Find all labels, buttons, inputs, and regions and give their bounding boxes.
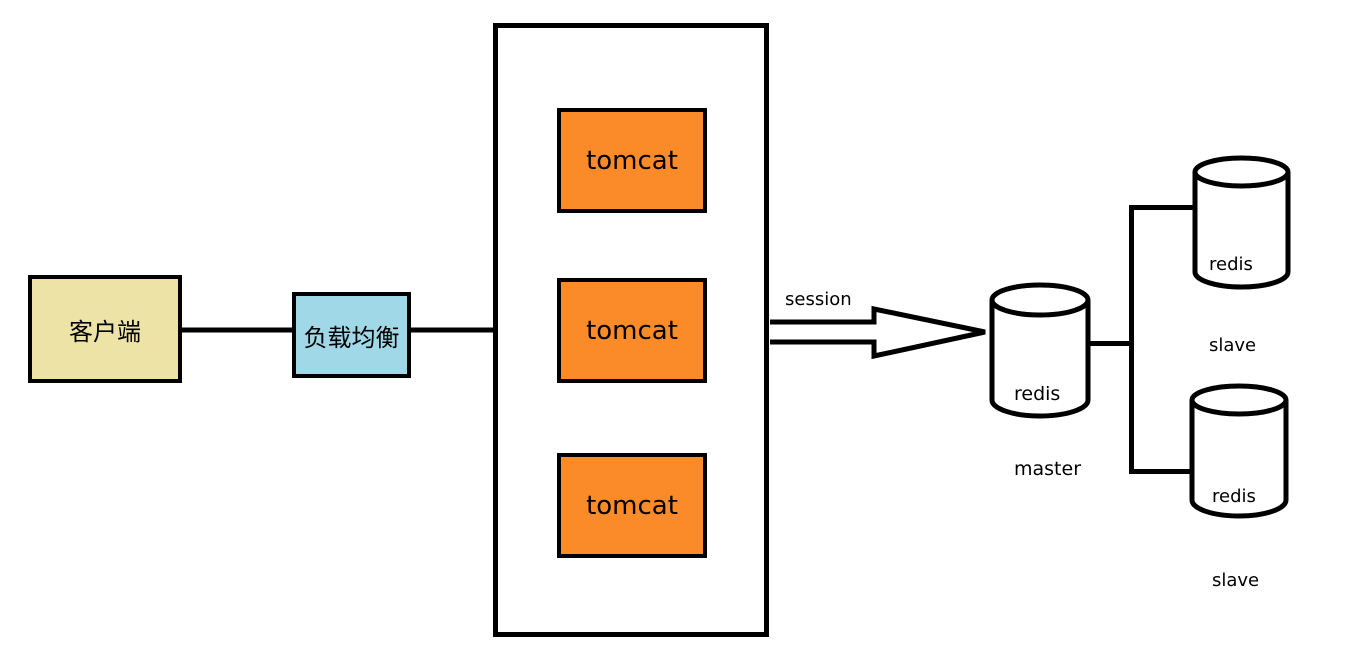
redis-master-label-line1: redis (1014, 383, 1061, 405)
redis-master-label-line2: master (1014, 458, 1082, 480)
redis-slave-bottom-label: redis slave (1212, 427, 1259, 651)
cylinder-top (1189, 383, 1289, 417)
load-balancer-node: 负载均衡 (292, 292, 411, 378)
redis-slave-bottom-label-line1: redis (1212, 486, 1256, 507)
redis-slave-bottom-cylinder-icon (1189, 383, 1289, 519)
session-arrow-icon (770, 305, 986, 360)
redis-master-label: redis master (1014, 332, 1081, 532)
redis-slave-top-label-line2: slave (1209, 335, 1257, 356)
tomcat-label: tomcat (586, 145, 678, 176)
redis-slave-top-label-line1: redis (1209, 254, 1253, 275)
client-label: 客户端 (69, 317, 141, 346)
tomcat-label: tomcat (586, 315, 678, 346)
redis-slave-top-cylinder-icon (1192, 155, 1291, 290)
tomcat-node-1: tomcat (557, 108, 707, 213)
cylinder-body (1192, 172, 1291, 290)
cylinder-top (989, 282, 1091, 318)
tomcat-node-2: tomcat (557, 278, 707, 383)
tomcat-node-3: tomcat (557, 453, 707, 558)
session-arrow-label: session (785, 289, 852, 310)
redis-slave-bottom-label-line2: slave (1212, 570, 1260, 591)
load-balancer-label: 负载均衡 (303, 323, 400, 352)
cylinder-body (989, 300, 1091, 419)
redis-slave-top-label: redis slave (1209, 197, 1256, 413)
client-node: 客户端 (28, 275, 182, 383)
redis-master-cylinder-icon (989, 282, 1091, 419)
tomcat-label: tomcat (586, 490, 678, 521)
cylinder-top (1192, 155, 1291, 189)
cylinder-body (1189, 400, 1289, 519)
